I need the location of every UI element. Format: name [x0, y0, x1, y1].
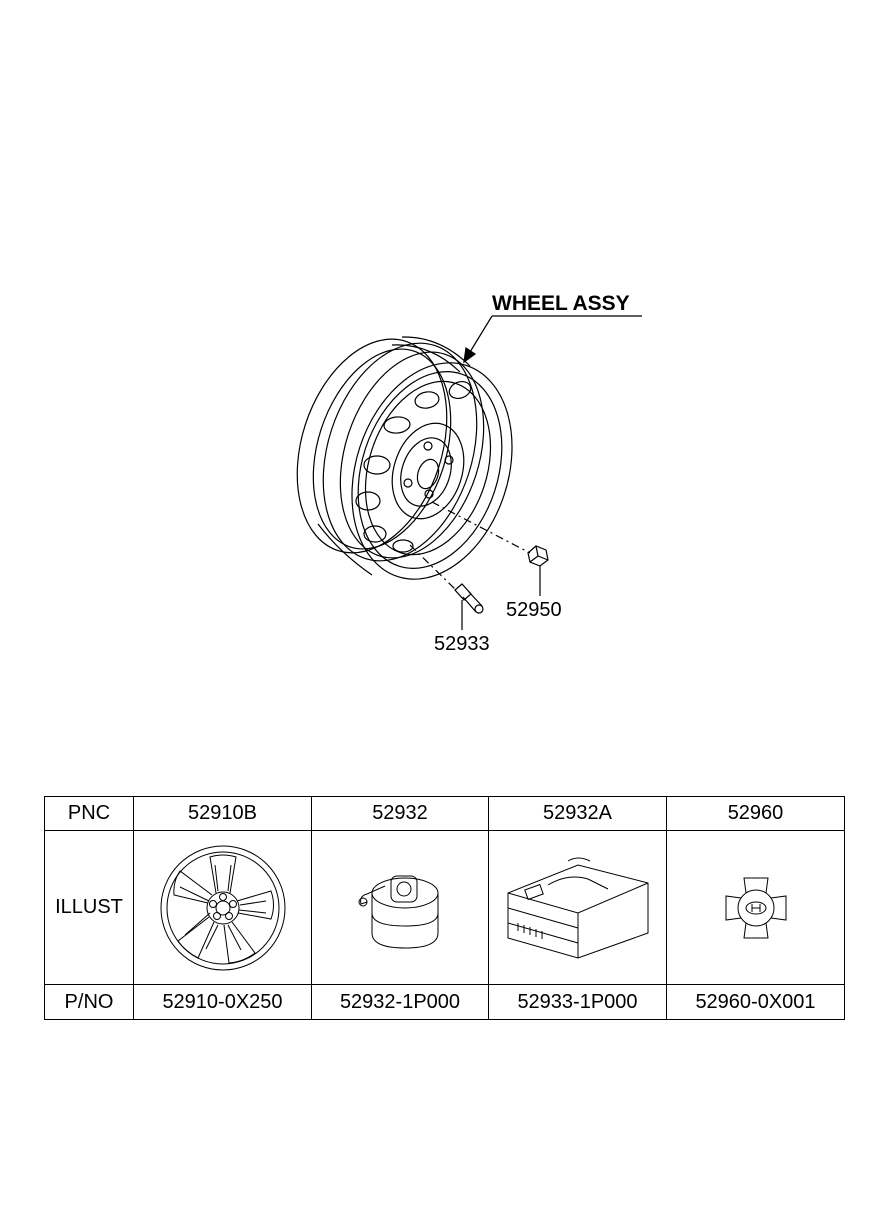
wheel-assembly-diagram: WHEEL ASSY 52933 52950	[296, 292, 642, 655]
part-number-cell: 52910-0X250	[133, 984, 312, 1020]
alloy-wheel-icon	[160, 845, 285, 970]
row-label-pno: P/NO	[44, 984, 134, 1020]
pnc-cell: 52960	[666, 796, 845, 831]
callout-52950: 52950	[506, 599, 562, 621]
row-label-pnc: PNC	[44, 796, 134, 831]
pnc-cell: 52910B	[133, 796, 312, 831]
parts-table: PNC 52910B 52932 52932A 52960 ILLUST	[44, 796, 845, 1020]
steel-wheel-drawing	[296, 315, 642, 630]
part-number-cell: 52960-0X001	[666, 984, 845, 1020]
wheel-hub-cap-icon	[725, 877, 786, 938]
tire-mobility-kit-icon	[507, 857, 648, 959]
callout-52933: 52933	[434, 633, 490, 655]
part-number-cell: 52932-1P000	[311, 984, 489, 1020]
wheel-assy-label: WHEEL ASSY	[492, 292, 630, 315]
part-number-cell: 52933-1P000	[488, 984, 667, 1020]
row-label-illust: ILLUST	[44, 830, 134, 985]
table-row: P/NO 52910-0X250 52932-1P000 52933-1P000…	[44, 984, 845, 1020]
tire-pressure-sensor-icon	[358, 875, 439, 949]
table-row: PNC 52910B 52932 52932A 52960	[44, 796, 845, 831]
lug-nut-part	[527, 545, 549, 567]
illust-cell	[133, 830, 312, 985]
pnc-cell: 52932A	[488, 796, 667, 831]
valve-stem-part	[454, 583, 484, 614]
table-row: ILLUST	[44, 830, 845, 985]
pnc-cell: 52932	[311, 796, 489, 831]
illust-cell	[311, 830, 489, 985]
illust-cell	[666, 830, 845, 985]
illust-cell	[488, 830, 667, 985]
